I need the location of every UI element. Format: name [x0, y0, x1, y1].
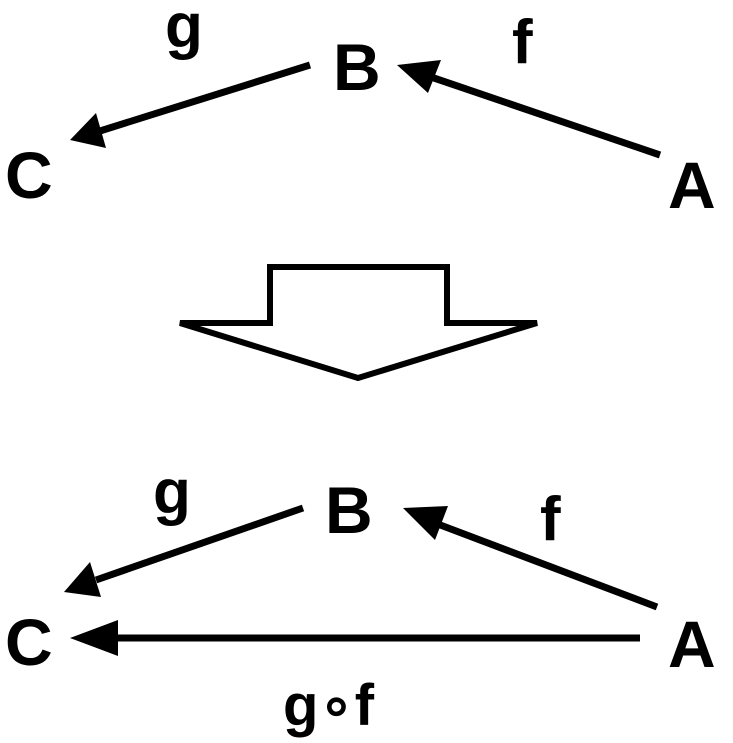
after-node-a: A — [668, 607, 716, 681]
before-node-a: A — [668, 148, 716, 222]
after-node-c: C — [5, 605, 53, 679]
before-label-g: g — [165, 0, 203, 61]
after-arrow-f — [403, 506, 659, 611]
after-label-composition: g∘f — [283, 673, 375, 738]
before-diagram: B C A g f — [5, 0, 716, 222]
after-label-f: f — [540, 485, 561, 554]
before-arrow-f — [397, 60, 662, 159]
down-block-arrow-icon — [179, 264, 538, 382]
before-node-c: C — [5, 138, 53, 212]
after-arrow-g — [64, 504, 305, 597]
before-arrow-g — [70, 61, 312, 148]
after-arrow-composition — [70, 620, 640, 656]
after-diagram: B C A g f g∘f — [5, 458, 716, 738]
before-label-f: f — [512, 8, 533, 77]
after-label-g: g — [153, 458, 191, 527]
after-node-b: B — [325, 473, 373, 547]
before-node-b: B — [333, 30, 381, 104]
